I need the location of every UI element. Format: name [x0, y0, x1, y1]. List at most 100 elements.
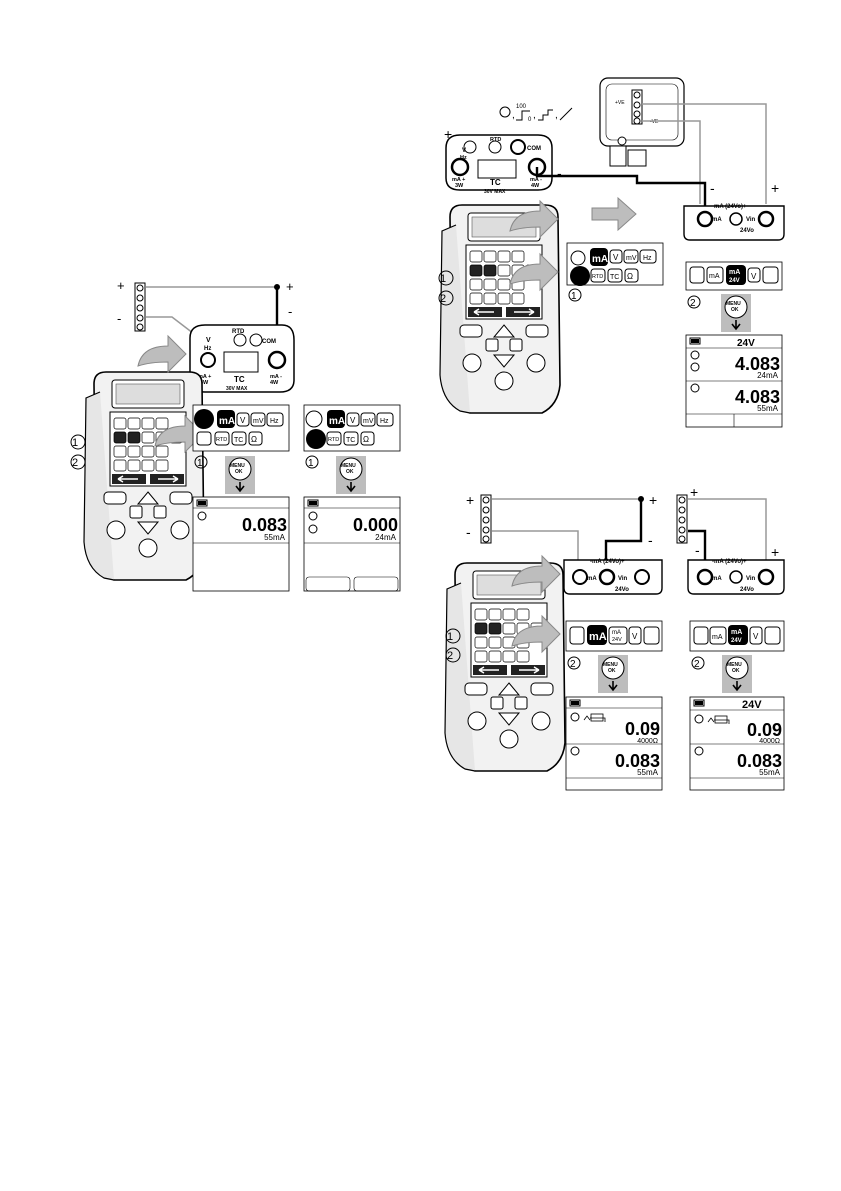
connector-ma-plus-label: mA + — [452, 177, 465, 183]
signs-plus-label: + — [690, 484, 698, 500]
connector-panel: V Hz RTD COM TC mA + 3W mA - 4W 30V MAX — [189, 324, 295, 393]
loop-power-connector: -mA (24Vo)+ mA Vin 24Vo — [683, 204, 785, 241]
calibrator-device — [439, 204, 561, 414]
signs-minus-label: - — [557, 165, 562, 181]
step-2: 2 — [72, 457, 78, 469]
loop-power-connector: -mA (24Vo)+ mA Vin 24Vo — [687, 559, 785, 595]
loop-power-connector: -mA (24Vo)+ mA Vin 24Vo — [563, 559, 663, 595]
steps-one-label: 1 — [197, 458, 203, 469]
menu-strip-d: mA mA 24V V — [565, 620, 663, 652]
keys-menu-label: MENU — [341, 463, 356, 469]
menu-v24-label: 24V — [612, 637, 622, 643]
loop-connector-ma-label: mA — [712, 576, 722, 582]
connector-ma-plus-label: mA + — [198, 374, 211, 380]
plus-sign: + — [117, 278, 125, 293]
menu-ma24-label: mA — [729, 269, 740, 276]
steps-two-label: 2 — [440, 293, 446, 305]
menu-ma24-label: mA — [612, 630, 621, 636]
svg-text:,: , — [512, 110, 515, 121]
keys-ok-label: OK — [731, 307, 739, 313]
connector-hz-label: Hz — [460, 155, 467, 161]
steps-two-label: 2 — [694, 659, 700, 670]
menu-tc-label: TC — [234, 437, 243, 444]
menu-tc-label: TC — [346, 437, 355, 444]
step-1: 1 — [72, 437, 78, 449]
loop-connector-vin-label: Vin — [746, 576, 756, 582]
transmitter: +VE -VE — [599, 77, 685, 167]
menu-ma24-label: mA — [731, 629, 742, 636]
menu-hz-label: Hz — [270, 418, 279, 425]
steps-two-label: 2 — [690, 298, 696, 309]
keys-ok-label: OK — [346, 469, 354, 475]
menu-ma-label: mA — [712, 634, 723, 641]
transmitter-neg-label: -VE — [650, 119, 659, 125]
loop-connector-v24-label: 24Vo — [615, 587, 629, 593]
menu-strip-a: mA V mV Hz RTD TC Ω — [192, 404, 290, 452]
menu-mv-label: mV — [626, 255, 637, 262]
screens-c-value1-label: 4.083 — [735, 354, 780, 374]
keys-ok-label: OK — [732, 668, 740, 674]
menu-n100-label: 100 — [516, 104, 527, 110]
loop-connector-label-label: -mA (24Vo)+ — [712, 204, 747, 210]
screens-d-unit1-label: 4000Ω — [637, 738, 658, 745]
menu-ma-label: mA — [592, 254, 608, 265]
screens-e-unit1-label: 4000Ω — [759, 738, 780, 745]
svg-text:,: , — [555, 110, 558, 121]
connector-v-label: V — [206, 337, 211, 344]
calibrator-device — [83, 371, 205, 581]
signs-minus-label: - — [466, 524, 471, 540]
transmitter-pos-label: +VE — [615, 100, 625, 106]
loop-connector-ma-label: mA — [587, 576, 597, 582]
steps-two-label: 2 — [447, 650, 453, 662]
loop-connector-label-label: -mA (24Vo)+ — [590, 559, 625, 565]
menu-ohm-label: Ω — [251, 435, 257, 444]
loop-connector-label-label: -mA (24Vo)+ — [712, 559, 747, 565]
menu-ma-label: mA — [589, 631, 607, 643]
display-screen-e: 24V 0.09 4000Ω 0.083 55mA — [689, 696, 785, 791]
menu-rtd-label: RTD — [328, 437, 339, 443]
connector-w3-label: 3W — [200, 380, 209, 386]
connector-w4-label: 4W — [270, 380, 279, 386]
menu-n0-label: 0 — [528, 117, 532, 123]
connector-tc-label: TC — [234, 375, 245, 384]
connector-w4-label: 4W — [531, 183, 540, 189]
connector-rtd-label: RTD — [232, 329, 245, 335]
signs-plus-label: + — [771, 544, 779, 560]
menu-ohm-label: Ω — [627, 272, 633, 281]
menu-ma-label: mA — [219, 416, 235, 427]
svg-text:,: , — [533, 110, 536, 121]
signs-minus-label: - — [648, 532, 653, 548]
screens-d-value1-label: 0.09 — [625, 719, 660, 739]
loop-connector-v24-label: 24Vo — [740, 228, 754, 234]
keys-ok-label: OK — [608, 668, 616, 674]
signs-plus-label: + — [444, 126, 452, 142]
screens-e-header-label: 24V — [742, 699, 762, 711]
menu-v24-label: 24V — [731, 638, 742, 644]
menu-v-label: V — [613, 253, 619, 262]
menu-v-label: V — [240, 416, 246, 425]
menu-strip-e: mA mA 24V V — [689, 620, 785, 652]
screens-a-value-label: 0.083 — [242, 515, 287, 535]
signs-minus-label: - — [710, 180, 715, 196]
menu-v-label: V — [751, 272, 757, 281]
menu-v-label: V — [350, 416, 356, 425]
display-screen-a: 0.083 55mA — [192, 496, 290, 592]
menu-rtd-label: RTD — [592, 274, 603, 280]
loop-connector-ma-label: mA — [712, 217, 722, 223]
connector-ma-minus-label: mA - — [270, 374, 282, 380]
screens-c-unit2-label: 55mA — [757, 404, 779, 413]
keys-menu-label: MENU — [726, 301, 741, 307]
menu-ma-label: mA — [709, 273, 720, 280]
keys-ok-label: OK — [235, 469, 243, 475]
menu-ma-label: mA — [329, 416, 345, 427]
connector-max-label: 30V MAX — [226, 386, 248, 392]
signs-plus-label: + — [466, 492, 474, 508]
menu-v24-label: 24V — [729, 278, 740, 284]
screens-e-unit2-label: 55mA — [759, 768, 781, 777]
menu-ohm-label: Ω — [363, 435, 369, 444]
menu-v-label: V — [632, 632, 638, 641]
steps-one-label: 1 — [571, 291, 577, 302]
menu-hz-label: Hz — [380, 418, 389, 425]
signs-plus-label: + — [771, 180, 779, 196]
